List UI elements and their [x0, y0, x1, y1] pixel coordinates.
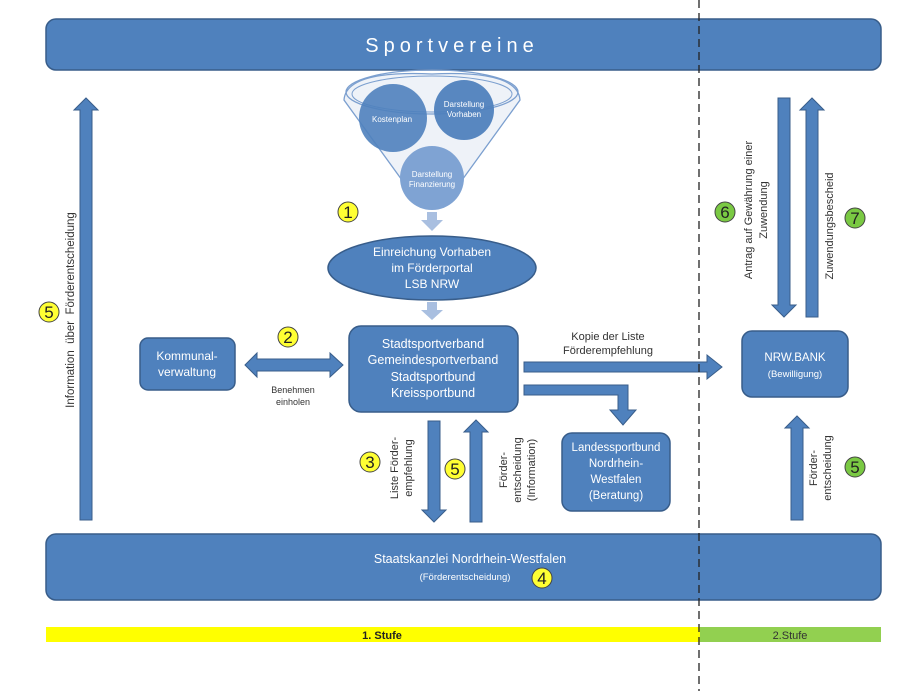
landes-line1: Landessportbund [572, 442, 661, 454]
finanzierung-label-1: Darstellung [412, 170, 452, 179]
benehmen-line1: Benehmen [271, 385, 315, 395]
portal-line2: im Förderportal [391, 261, 472, 275]
badge-5-right: 5 [844, 456, 866, 478]
kommunal-box: Kommunal- verwaltung [139, 337, 236, 391]
staatskanzlei-bar: Staatskanzlei Nordrhein-Westfalen (Förde… [45, 533, 882, 601]
nrw-bank-line1: NRW.BANK [764, 352, 825, 364]
svg-text:5: 5 [44, 303, 53, 322]
foerder-info-line3: (Information) [526, 439, 538, 501]
stage2-bar [700, 627, 881, 642]
badge-3: 3 [359, 451, 381, 473]
arrow-foerder-up [462, 419, 490, 523]
arrow-info-left [72, 97, 100, 521]
landessportbund-box: Landessportbund Nordrhein- Westfalen (Be… [561, 432, 671, 512]
landes-line2: Nordrhein- [589, 458, 643, 470]
stage2-label: 2.Stufe [773, 630, 808, 642]
badge-7: 7 [844, 207, 866, 229]
foerder-right-line1: Förder- [808, 450, 820, 486]
funnel: Kostenplan Darstellung Vorhaben Darstell… [343, 69, 521, 210]
vorhaben-circle [434, 80, 494, 140]
kommunal-line1: Kommunal- [156, 349, 217, 363]
arrow-antrag-down [770, 97, 798, 318]
arrow-to-nrw-bank [523, 353, 723, 381]
svg-text:7: 7 [850, 209, 859, 228]
down-arrow-to-portal [421, 212, 443, 231]
staatskanzlei-line2: (Förderentscheidung) [420, 572, 511, 583]
benehmen-line2: einholen [276, 397, 310, 407]
center-line2: Gemeindesportverband [368, 353, 499, 367]
landes-line4: (Beratung) [589, 490, 644, 502]
arrow-bescheid-up [798, 97, 826, 318]
antrag-line1: Antrag auf Gewährung einer [743, 141, 755, 280]
down-arrow-to-center [421, 302, 443, 320]
finanzierung-circle [400, 146, 464, 210]
kostenplan-label: Kostenplan [372, 115, 412, 124]
vorhaben-label-2: Vorhaben [447, 110, 481, 119]
sportvereine-label: Sportvereine [365, 35, 538, 57]
stage1-bar [46, 627, 700, 642]
portal-line1: Einreichung Vorhaben [373, 245, 491, 259]
liste-line2: empfehlung [403, 439, 415, 497]
svg-text:4: 4 [537, 569, 546, 588]
double-arrow-kommunal [244, 351, 344, 379]
staatskanzlei-line1: Staatskanzlei Nordrhein-Westfalen [374, 552, 566, 566]
svg-text:5: 5 [850, 458, 859, 477]
info-left-label: Information über Förderentscheidung [65, 212, 77, 408]
center-box: Stadtsportverband Gemeindesportverband S… [348, 325, 519, 413]
foerder-info-line2: entscheidung [512, 437, 524, 502]
arrow-to-landessportbund [523, 384, 638, 426]
kommunal-line2: verwaltung [158, 365, 216, 379]
bescheid-label: Zuwendungsbescheid [824, 172, 836, 279]
portal-line3: LSB NRW [405, 277, 460, 291]
antrag-line2: Zuwendung [758, 181, 770, 239]
badge-1: 1 [337, 201, 359, 223]
badge-4: 4 [531, 567, 553, 589]
nrw-bank-line2: (Bewilligung) [768, 369, 822, 380]
nrw-bank-box: NRW.BANK (Bewilligung) [741, 330, 849, 398]
foerder-right-line2: entscheidung [822, 435, 834, 500]
badge-2: 2 [277, 326, 299, 348]
sportvereine-bar: Sportvereine [45, 18, 882, 71]
center-line4: Kreissportbund [391, 386, 475, 400]
liste-line1: Liste Förder- [389, 436, 401, 499]
badge-6: 6 [714, 201, 736, 223]
svg-text:3: 3 [365, 453, 374, 472]
svg-text:1: 1 [343, 203, 352, 222]
svg-text:5: 5 [450, 460, 459, 479]
svg-text:2: 2 [283, 328, 292, 347]
badge-5-middle: 5 [444, 458, 466, 480]
kopie-line1: Kopie der Liste [571, 331, 644, 343]
svg-text:6: 6 [720, 203, 729, 222]
arrow-foerder-right-up [783, 415, 811, 521]
kostenplan-circle [359, 84, 427, 152]
stage1-label: 1. Stufe [362, 630, 402, 642]
finanzierung-label-2: Finanzierung [409, 180, 455, 189]
vorhaben-label-1: Darstellung [444, 100, 484, 109]
badge-5-left: 5 [38, 301, 60, 323]
foerder-info-line1: Förder- [498, 452, 510, 488]
center-line1: Stadtsportverband [382, 337, 484, 351]
arrow-liste-down [420, 420, 448, 523]
portal-ellipse: Einreichung Vorhaben im Förderportal LSB… [327, 235, 537, 301]
landes-line3: Westfalen [591, 474, 642, 486]
kopie-line2: Förderempfehlung [563, 345, 653, 357]
center-line3: Stadtsportbund [391, 370, 476, 384]
